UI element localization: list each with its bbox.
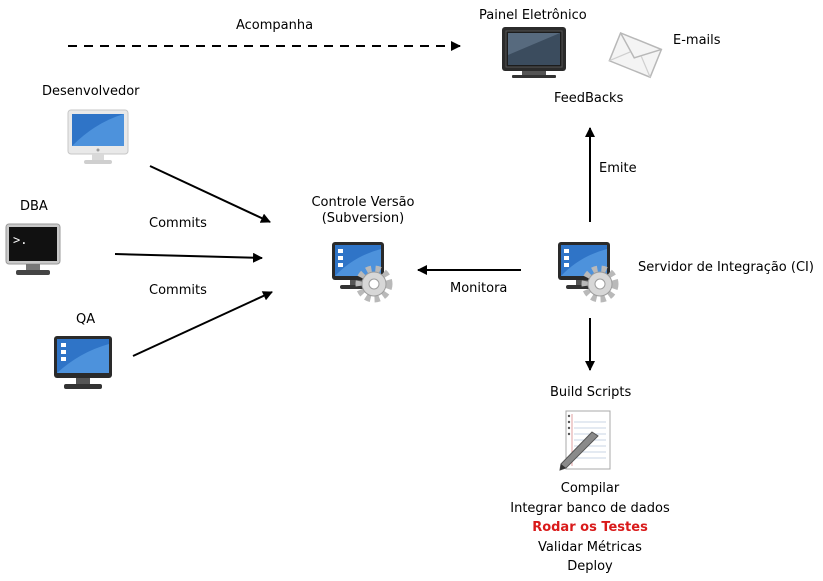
- imac-computer-icon: [67, 109, 129, 164]
- edge-qa-to-vcs: [132, 291, 273, 357]
- build-steps-list: Compilar Integrar banco de dados Rodar o…: [495, 479, 685, 577]
- qa-label: QA: [76, 312, 96, 327]
- edge-label-commits: Commits: [149, 283, 207, 298]
- controle-versao-subtitle: (Subversion): [321, 211, 405, 226]
- envelope-icon: [608, 31, 663, 79]
- servidor-label: Servidor de Integração (CI): [638, 260, 814, 275]
- edge-label-acompanha: Acompanha: [236, 18, 314, 33]
- emails-label: E-mails: [673, 33, 721, 48]
- edge-label-commits: Commits: [149, 216, 207, 231]
- controle-versao-title: Controle Versão: [311, 195, 415, 210]
- desktop-monitor-icon: [54, 336, 112, 389]
- build-step-highlighted: Rodar os Testes: [532, 520, 648, 535]
- build-step: Deploy: [567, 559, 613, 574]
- edge-dev-to-vcs: [149, 165, 271, 223]
- tv-monitor-icon: [502, 27, 566, 78]
- build-step: Compilar: [560, 481, 620, 496]
- dba-label: DBA: [20, 199, 48, 214]
- notepad-pen-icon: [559, 410, 611, 471]
- svg-text:>.: >.: [13, 233, 27, 247]
- edge-label-monitora: Monitora: [450, 281, 508, 296]
- edge-label-emite: Emite: [599, 161, 637, 176]
- build-scripts-label: Build Scripts: [550, 385, 632, 400]
- terminal-monitor-icon: >.: [5, 223, 61, 275]
- build-step: Integrar banco de dados: [510, 500, 670, 516]
- desenvolvedor-label: Desenvolvedor: [42, 84, 140, 99]
- build-step: Validar Métricas: [538, 539, 642, 555]
- controle-versao-label: Controle Versão (Subversion): [296, 195, 430, 227]
- server-gear-icon: [332, 242, 393, 303]
- server-gear-icon: [558, 242, 619, 303]
- edge-dba-to-vcs: [114, 252, 263, 263]
- feedbacks-label: FeedBacks: [554, 91, 624, 106]
- painel-label: Painel Eletrônico: [479, 8, 587, 23]
